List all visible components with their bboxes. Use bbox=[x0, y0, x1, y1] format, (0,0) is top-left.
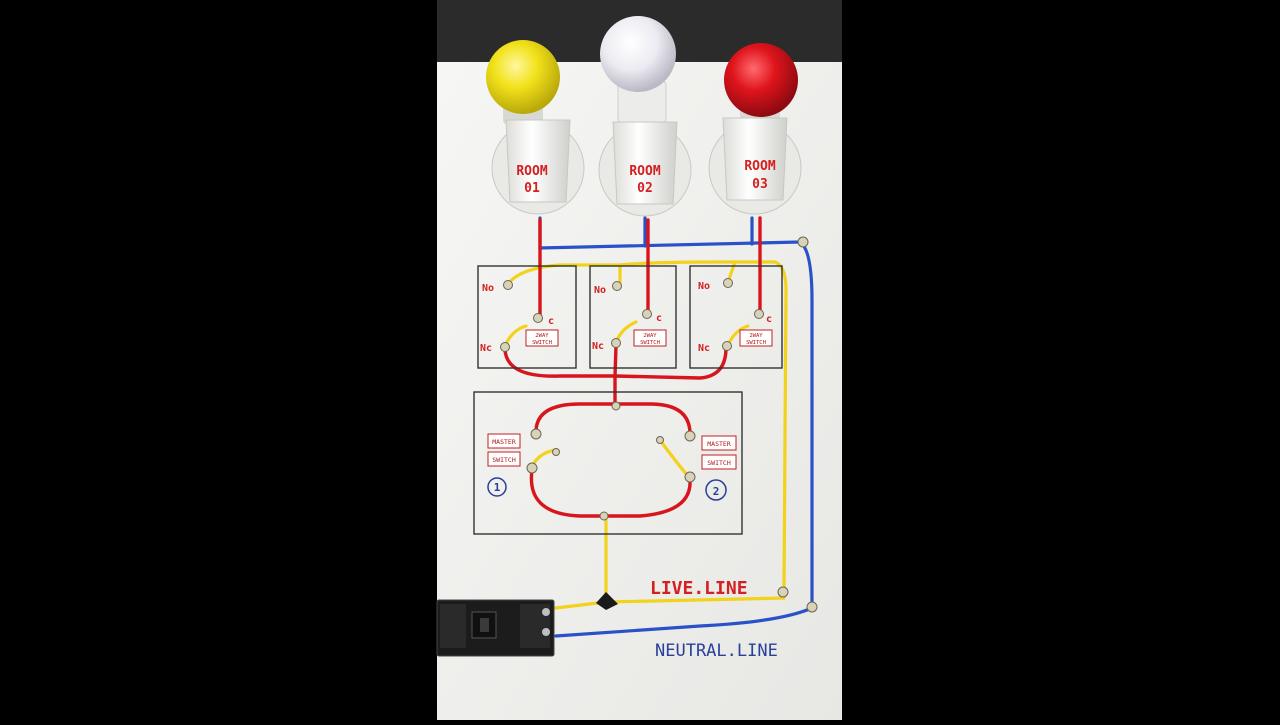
right-letterbox bbox=[842, 0, 1280, 720]
master-1-number-circle bbox=[487, 477, 507, 497]
master-2-label-line1: MASTER bbox=[707, 440, 731, 448]
bulb-room-2: ROOM 02 bbox=[598, 16, 692, 217]
switch-3-tag-line1: 2WAY bbox=[749, 333, 763, 339]
room-3-label-line2: 03 bbox=[752, 177, 768, 192]
switch-1-tag bbox=[525, 329, 559, 347]
switch-2-no-label: No bbox=[594, 285, 606, 296]
switch-3-tag bbox=[739, 329, 773, 347]
master-1-tag-top bbox=[487, 433, 521, 449]
switch-2-nc-label: Nc bbox=[592, 341, 604, 352]
switch-2-c-label: c bbox=[656, 313, 662, 324]
master-1-label-line2: SWITCH bbox=[492, 456, 516, 464]
red-bulb-icon bbox=[724, 43, 798, 117]
switch-2-tag bbox=[633, 329, 667, 347]
bulb-room-3: ROOM 03 bbox=[708, 43, 802, 215]
two-way-switch-panels bbox=[477, 265, 783, 369]
switch-1-tag-line2: SWITCH bbox=[532, 340, 552, 346]
master-2-number: 2 bbox=[713, 485, 720, 498]
switch-3-tag-line2: SWITCH bbox=[746, 340, 766, 346]
master-1-tag-bottom bbox=[487, 451, 521, 467]
switch-3-nc-label: Nc bbox=[698, 343, 710, 354]
switch-3-no-label: No bbox=[698, 281, 710, 292]
switch-2-tag-line2: SWITCH bbox=[640, 340, 660, 346]
master-2-tag-bottom bbox=[701, 454, 737, 470]
master-2-number-circle bbox=[705, 479, 727, 501]
room-1-label-line1: ROOM bbox=[516, 164, 547, 179]
switch-2-tag-line1: 2WAY bbox=[643, 333, 657, 339]
switch-1-no-label: No bbox=[482, 283, 494, 294]
switch-1-c-label: c bbox=[548, 316, 554, 327]
circuit-breaker bbox=[436, 599, 555, 657]
left-letterbox bbox=[0, 0, 437, 720]
room-3-label-line1: ROOM bbox=[744, 159, 775, 174]
white-bulb-icon bbox=[600, 16, 676, 92]
bulb-room-1: ROOM 01 bbox=[486, 40, 585, 215]
yellow-bulb-icon bbox=[486, 40, 560, 114]
wire-junction bbox=[596, 592, 618, 610]
neutral-line-label: NEUTRAL.LINE bbox=[655, 641, 778, 661]
master-2-tag-top bbox=[701, 435, 737, 451]
switch-1-nc-label: Nc bbox=[480, 343, 492, 354]
master-1-label-line1: MASTER bbox=[492, 438, 516, 446]
room-2-label-line1: ROOM bbox=[629, 164, 660, 179]
master-switch-panel bbox=[473, 391, 743, 535]
switch-3-c-label: c bbox=[766, 314, 772, 325]
terminal-screws bbox=[500, 236, 818, 613]
master-1-number: 1 bbox=[494, 481, 501, 494]
switched-wires bbox=[503, 216, 762, 518]
master-2-label-line2: SWITCH bbox=[707, 459, 731, 467]
live-line-label: LIVE.LINE bbox=[650, 578, 748, 599]
switch-1-tag-line1: 2WAY bbox=[535, 333, 549, 339]
room-2-label-line2: 02 bbox=[637, 181, 653, 196]
room-1-label-line2: 01 bbox=[524, 181, 540, 196]
